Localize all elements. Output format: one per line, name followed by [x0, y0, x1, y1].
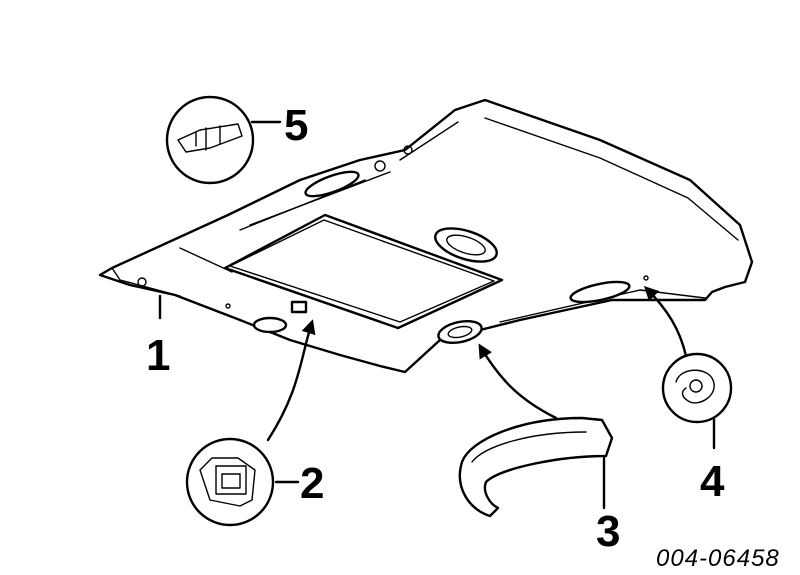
sunroof-opening: [223, 213, 504, 330]
detail-2-visor-clip: [185, 319, 316, 527]
callout-4: 4: [700, 457, 725, 506]
part-number: 004-06458: [656, 545, 780, 572]
dome-light-opening: [434, 227, 498, 263]
grab-handle-opening-right: [569, 280, 631, 304]
visor-opening: [252, 300, 308, 334]
callout-2: 2: [300, 459, 324, 508]
detail-5-clip: [165, 95, 282, 185]
callout-5: 5: [284, 101, 308, 150]
callout-1: 1: [146, 331, 170, 380]
detail-3-bezel: [458, 343, 614, 518]
grab-handle-opening-left: [304, 170, 360, 198]
callout-3: 3: [596, 507, 620, 556]
detail-4-coat-hook: [643, 285, 733, 450]
grab-handle-opening-center: [437, 320, 483, 344]
clip-holes: [137, 145, 649, 309]
